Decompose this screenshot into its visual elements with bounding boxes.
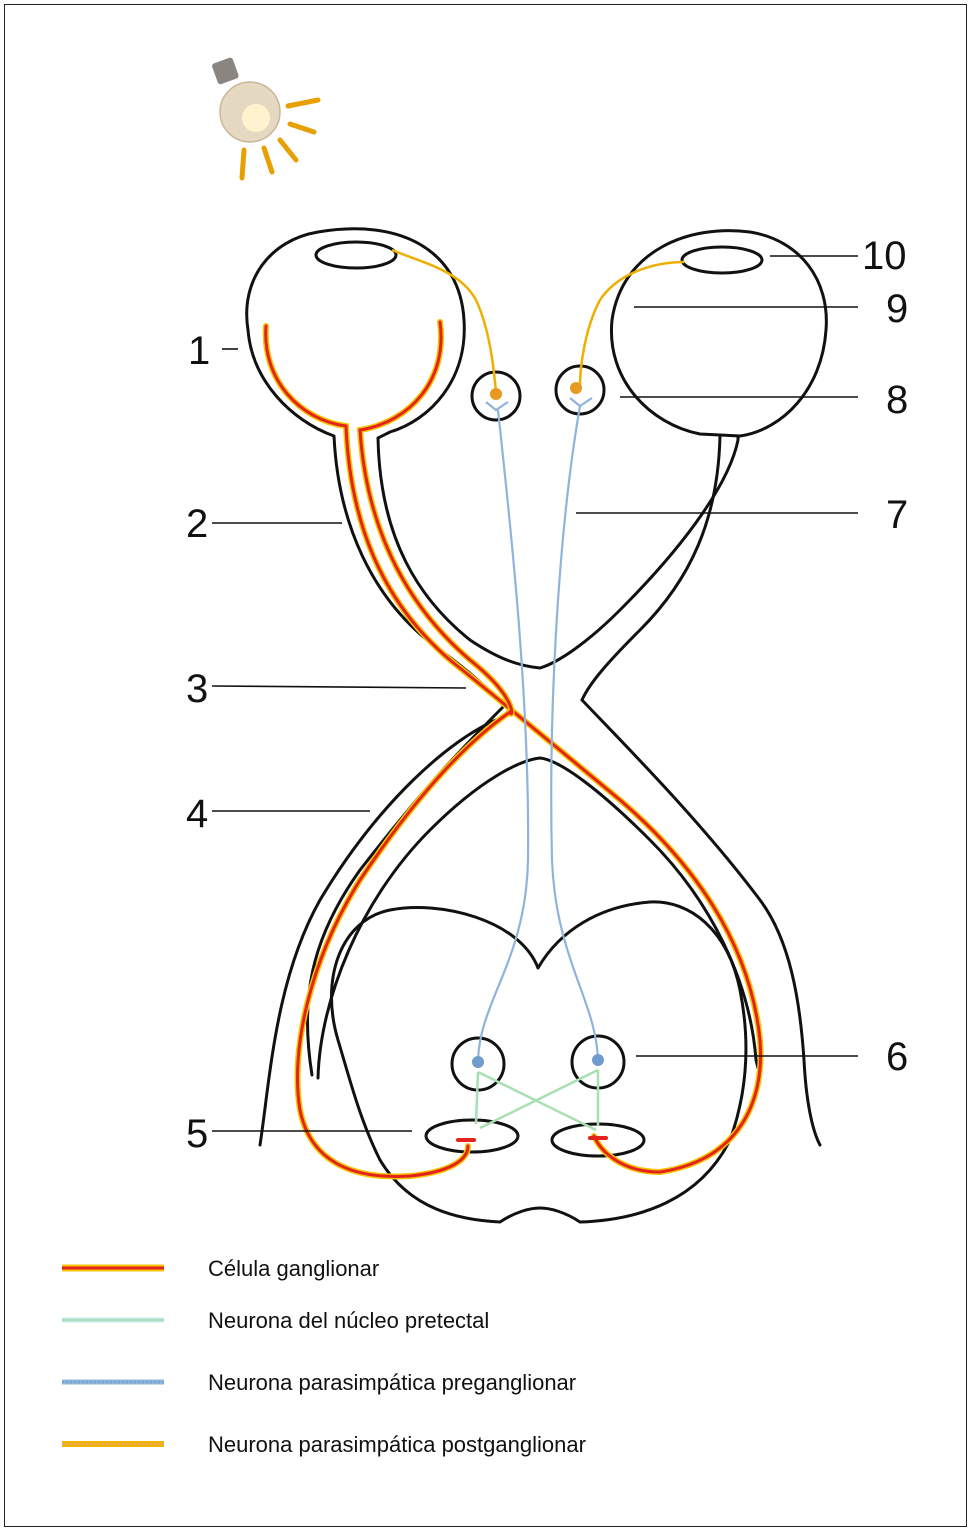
label-8: 8 [886, 378, 908, 422]
legend-label: Neurona parasimpática preganglionar [208, 1370, 576, 1395]
label-2: 2 [186, 502, 208, 546]
legend-item-postganglionic-neuron: Neurona parasimpática postganglionar [62, 1432, 586, 1457]
label-4: 4 [186, 792, 208, 836]
legend-label: Neurona del núcleo pretectal [208, 1308, 489, 1333]
right-eyeball-outline [611, 231, 826, 436]
light-bulb-icon [211, 57, 318, 178]
label-10: 10 [862, 234, 907, 278]
legend: Célula ganglionar Neurona del núcleo pre… [62, 1256, 586, 1457]
chiasm-left [307, 706, 504, 1075]
label-3: 3 [186, 667, 208, 711]
right-lens [682, 247, 762, 273]
left-tract-inner [318, 758, 758, 1078]
legend-label: Neurona parasimpática postganglionar [208, 1432, 586, 1457]
label-1: 1 [188, 329, 210, 373]
right-optic-nerve [582, 436, 720, 700]
label-6: 6 [886, 1035, 908, 1079]
left-edinger-westphal-nucleus [426, 1120, 518, 1152]
label-9: 9 [886, 287, 908, 331]
legend-item-pretectal-neuron: Neurona del núcleo pretectal [62, 1308, 489, 1333]
legend-item-preganglionic-neuron: Neurona parasimpática preganglionar [62, 1370, 576, 1395]
legend-item-ganglion-cell: Célula ganglionar [62, 1256, 379, 1281]
legend-label: Célula ganglionar [208, 1256, 379, 1281]
label-7: 7 [886, 493, 908, 537]
left-lens [316, 242, 396, 268]
pretectal-pathway [476, 1070, 598, 1130]
label-5: 5 [186, 1112, 208, 1156]
